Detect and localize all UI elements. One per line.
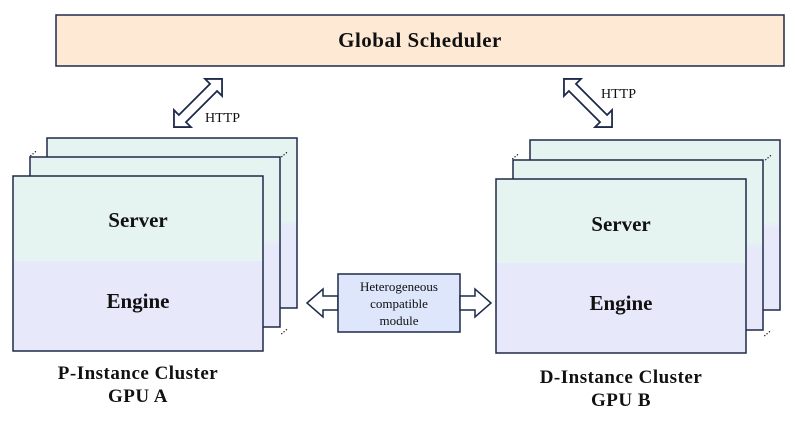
module-label: Heterogeneous compatible module (360, 278, 438, 328)
p-instance-front (12, 175, 264, 352)
module-left-arrow (305, 287, 339, 319)
right-http-label: HTTP (601, 87, 636, 102)
d-instance-front (495, 178, 747, 354)
d-cluster-caption: D-Instance Cluster GPU B (491, 366, 751, 412)
module-right-arrow (459, 287, 493, 319)
right-http-arrow (563, 78, 613, 128)
p-cluster-gpu: GPU A (107, 386, 169, 407)
d-cluster-gpu: GPU B (590, 390, 652, 411)
p-cluster-name: P-Instance Cluster (57, 363, 219, 384)
p-server-label: Server (108, 208, 168, 232)
d-cluster-stack: ... ... ... (495, 139, 781, 354)
p-instance-front-engine (13, 261, 263, 351)
scheduler-title: Global Scheduler (338, 28, 502, 52)
d-instance-front-server (496, 179, 746, 263)
d-engine-label: Engine (589, 291, 653, 315)
left-http-arrow (173, 78, 223, 128)
p-engine-label: Engine (106, 289, 170, 313)
p-instance-front-server (13, 176, 263, 261)
d-cluster-name: D-Instance Cluster (539, 367, 703, 388)
scheduler-box (55, 14, 785, 67)
p-cluster-caption: P-Instance Cluster GPU A (8, 362, 268, 408)
d-server-label: Server (591, 212, 651, 236)
left-http-label: HTTP (205, 111, 240, 126)
p-cluster-stack: ... ... ... (12, 137, 298, 352)
d-instance-front-engine (496, 263, 746, 353)
module-box (337, 273, 461, 333)
